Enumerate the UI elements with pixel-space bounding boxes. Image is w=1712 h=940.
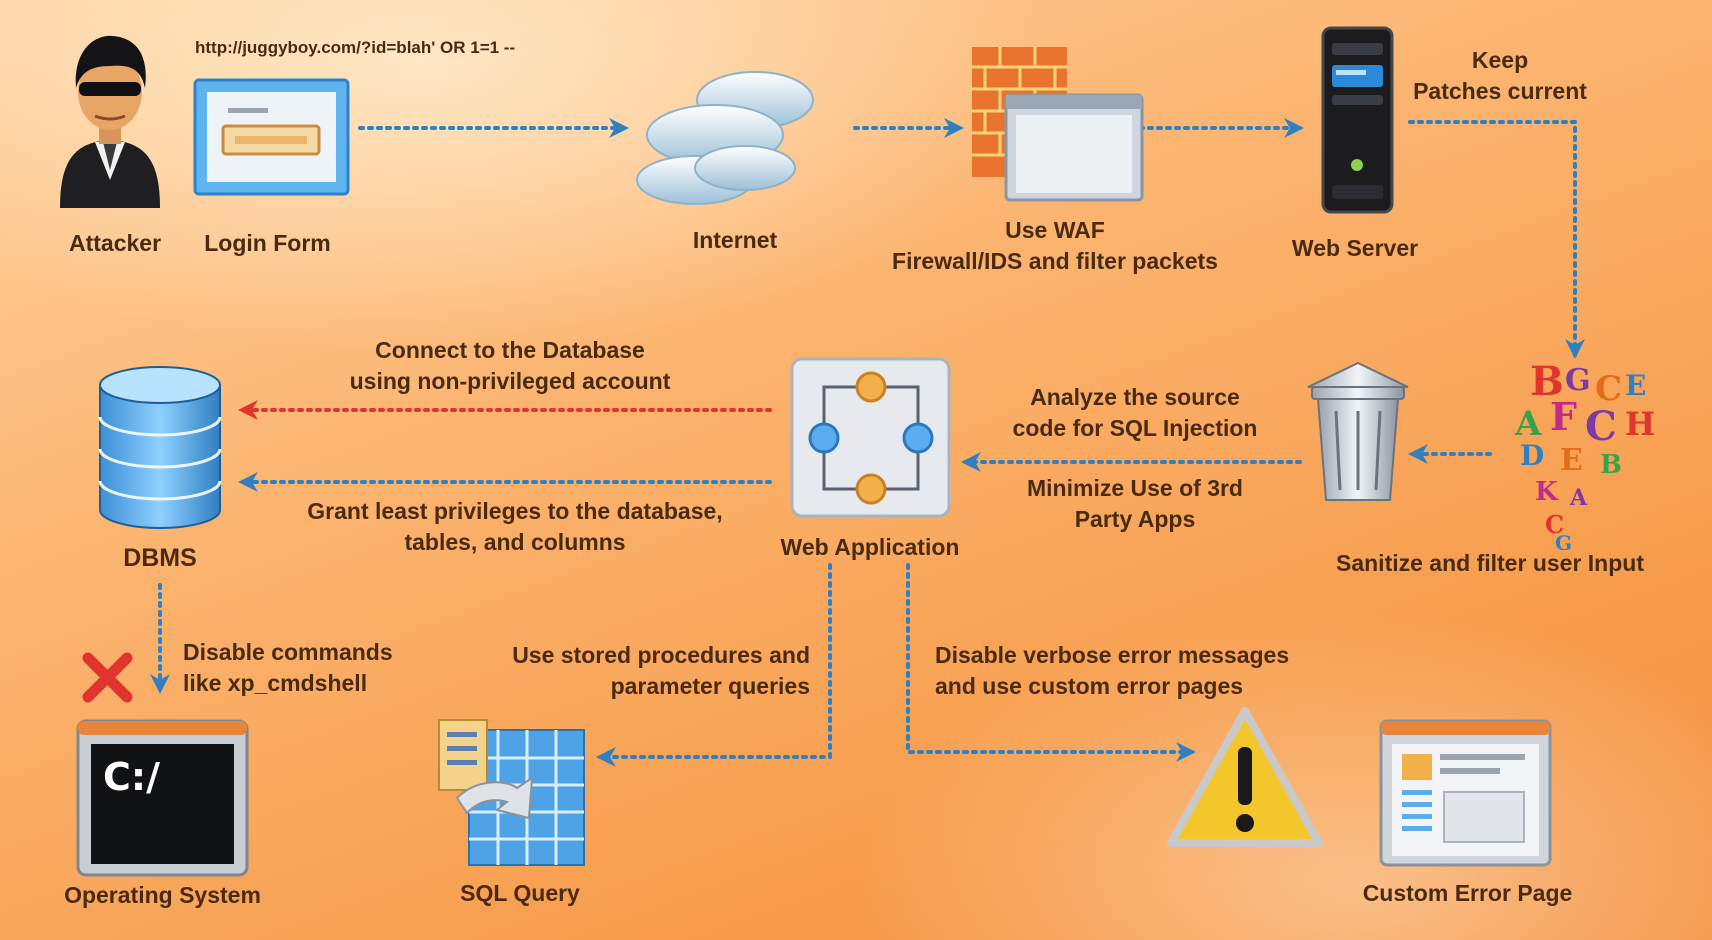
- svg-text:C: C: [1595, 369, 1622, 409]
- svg-text:C: C: [1545, 510, 1564, 539]
- letters-filter-icon: B G C E A F C H D E B K A C G: [1514, 358, 1655, 550]
- verbose-errors-line-1: Disable verbose error messages: [935, 642, 1290, 668]
- arrow-server-to-sanitize: [1408, 120, 1585, 359]
- svg-text:K: K: [1535, 477, 1559, 507]
- disable-commands-line-1: Disable commands: [183, 639, 393, 665]
- minimize-note: Minimize Use of 3rd Party Apps: [1000, 473, 1270, 535]
- svg-text:A: A: [1514, 404, 1542, 444]
- svg-text:C:/: C:/: [103, 755, 160, 799]
- waf-label: Use WAF Firewall/IDS and filter packets: [870, 215, 1240, 277]
- red-x-icon: [82, 652, 133, 703]
- patches-note-line-2: Patches current: [1413, 78, 1587, 105]
- svg-text:B: B: [1530, 358, 1564, 405]
- sql-query-label: SQL Query: [460, 880, 580, 906]
- terminal-icon: C:/: [76, 719, 249, 877]
- analyze-note: Analyze the source code for SQL Injectio…: [990, 382, 1280, 444]
- grant-note: Grant least privileges to the database, …: [280, 496, 750, 558]
- attacker-label: Attacker: [68, 230, 162, 256]
- waf-label-line-1: Use WAF: [1005, 217, 1105, 243]
- arrow-webapp-to-sql: [596, 563, 832, 767]
- svg-text:A: A: [1569, 485, 1588, 511]
- analyze-note-line-1: Analyze the source: [1030, 384, 1240, 410]
- warning-icon: [1167, 707, 1323, 847]
- custom-error-page-label: Custom Error Page: [1362, 880, 1573, 906]
- stored-procedures-line-1: Use stored procedures and: [512, 642, 810, 668]
- stored-procedures-line-2: parameter queries: [610, 673, 810, 700]
- login-form-icon[interactable]: [193, 78, 350, 196]
- svg-text:D: D: [1520, 439, 1544, 472]
- svg-text:F: F: [1550, 394, 1577, 439]
- connect-note: Connect to the Database using non-privil…: [320, 335, 700, 397]
- verbose-errors-line-2: and use custom error pages: [935, 673, 1244, 700]
- svg-text:E: E: [1560, 443, 1583, 478]
- arrow-webapp-to-warning: [906, 563, 1196, 762]
- firewall-icon: [972, 47, 1144, 202]
- connect-note-line-2: using non-privileged account: [349, 368, 671, 395]
- web-application-label: Web Application: [780, 534, 960, 560]
- analyze-note-line-2: code for SQL Injection: [1012, 415, 1258, 442]
- server-tower-icon: [1321, 26, 1394, 214]
- svg-text:G: G: [1555, 531, 1572, 550]
- connect-note-line-1: Connect to the Database: [375, 337, 645, 363]
- svg-text:B: B: [1600, 450, 1622, 480]
- waf-label-line-2: Firewall/IDS and filter packets: [892, 248, 1218, 275]
- web-application-icon: [790, 357, 951, 518]
- error-page-icon: [1379, 719, 1552, 867]
- patches-note-line-1: Keep: [1471, 47, 1529, 73]
- cloud-icon: [636, 71, 814, 205]
- attacker-person-icon: [60, 35, 160, 208]
- verbose-errors-note: Disable verbose error messages and use c…: [935, 640, 1335, 702]
- svg-text:C: C: [1585, 403, 1617, 450]
- disable-commands-note: Disable commands like xp_cmdshell: [183, 637, 413, 699]
- svg-text:H: H: [1625, 405, 1655, 443]
- login-form-label: Login Form: [204, 230, 331, 256]
- stored-procedures-note: Use stored procedures and parameter quer…: [470, 640, 810, 702]
- svg-text:G: G: [1565, 363, 1591, 398]
- disable-commands-line-2: like xp_cmdshell: [183, 670, 368, 697]
- patches-note: Keep Patches current: [1400, 45, 1600, 107]
- operating-system-label: Operating System: [64, 882, 261, 908]
- grant-note-line-2: tables, and columns: [404, 529, 626, 556]
- svg-text:E: E: [1625, 369, 1646, 402]
- dbms-label: DBMS: [123, 544, 197, 572]
- sanitize-label: Sanitize and filter user Input: [1336, 550, 1644, 576]
- trash-bin-icon: [1307, 361, 1409, 501]
- web-server-label: Web Server: [1291, 235, 1419, 261]
- internet-label: Internet: [692, 227, 778, 253]
- grant-note-line-1: Grant least privileges to the database,: [307, 498, 723, 524]
- sql-query-icon: [438, 719, 585, 866]
- minimize-note-line-1: Minimize Use of 3rd: [1027, 475, 1243, 501]
- database-icon: [98, 366, 222, 529]
- minimize-note-line-2: Party Apps: [1074, 506, 1196, 533]
- attack-url: http://juggyboy.com/?id=blah' OR 1=1 --: [195, 38, 516, 57]
